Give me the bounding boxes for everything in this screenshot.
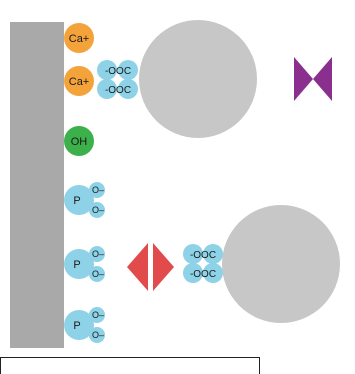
calcium-site-middle: Ca+ — [64, 66, 94, 96]
phosphate-site-3-oxygen-bottom — [89, 327, 105, 343]
phosphate-site-3: P O– O– — [64, 307, 105, 343]
phosphate-site-1-oxygen-bottom-label: O– — [92, 205, 104, 215]
calcium-site-middle-bead — [64, 66, 94, 96]
phosphate-site-1-oxygen-top-label: O– — [92, 185, 104, 195]
calcium-site-top-label: Ca+ — [69, 33, 90, 45]
phosphate-site-1-label: P — [73, 195, 80, 207]
hydroxyl-site-bead — [64, 126, 94, 156]
carboxylate-linker-top-label-2: -OOC — [105, 85, 131, 96]
bowtie-icon — [294, 57, 332, 101]
phosphate-site-1-oxygen-top — [89, 182, 105, 198]
phosphate-site-1-bead — [64, 185, 94, 215]
carboxylate-linker-top-bead-2 — [97, 79, 117, 99]
carboxylate-linker-top-bead-3 — [118, 60, 138, 80]
phosphate-site-2-bead — [64, 249, 94, 279]
phosphate-site-1: P O– O– — [64, 182, 105, 218]
phosphate-site-2-label: P — [73, 259, 80, 271]
carboxylate-linker-bottom-bead-1 — [183, 244, 203, 264]
carboxylate-linker-bottom: -OOC -OOC — [183, 244, 223, 283]
calcium-site-middle-label: Ca+ — [69, 76, 90, 88]
phosphate-site-2-oxygen-bottom — [89, 266, 105, 282]
carboxylate-linker-bottom-label-2: -OOC — [190, 269, 216, 280]
phosphate-site-3-bead — [64, 310, 94, 340]
calcium-site-top: Ca+ — [64, 23, 94, 53]
phosphate-site-1-oxygen-bottom — [89, 202, 105, 218]
carboxylate-linker-top-bead-1 — [97, 60, 117, 80]
particle-bottom — [222, 205, 340, 323]
substrate-surface — [10, 22, 64, 348]
carboxylate-linker-top: -OOC -OOC — [97, 60, 138, 99]
hydroxyl-site: OH — [64, 126, 94, 156]
phosphate-site-3-oxygen-bottom-label: O– — [92, 330, 104, 340]
carboxylate-linker-bottom-bead-2 — [183, 263, 203, 283]
particle-top — [139, 20, 257, 138]
carboxylate-linker-bottom-bead-3 — [203, 244, 223, 264]
phosphate-site-3-oxygen-top — [89, 307, 105, 323]
phosphate-site-3-label: P — [73, 320, 80, 332]
calcium-site-top-bead — [64, 23, 94, 53]
split-diamond-icon — [127, 243, 174, 291]
carboxylate-linker-bottom-label-1: -OOC — [190, 250, 216, 261]
hydroxyl-site-label: OH — [71, 136, 88, 148]
phosphate-site-2-oxygen-bottom-label: O– — [92, 269, 104, 279]
carboxylate-linker-top-bead-4 — [118, 79, 138, 99]
split-diamond-right-half — [153, 243, 174, 291]
carboxylate-linker-top-label-1: -OOC — [105, 66, 131, 77]
split-diamond-left-half — [127, 243, 148, 291]
caption-box — [0, 357, 260, 374]
phosphate-site-2-oxygen-top-label: O– — [92, 249, 104, 259]
phosphate-site-2: P O– O– — [64, 246, 105, 282]
phosphate-site-3-oxygen-top-label: O– — [92, 310, 104, 320]
phosphate-site-2-oxygen-top — [89, 246, 105, 262]
carboxylate-linker-bottom-bead-4 — [203, 263, 223, 283]
